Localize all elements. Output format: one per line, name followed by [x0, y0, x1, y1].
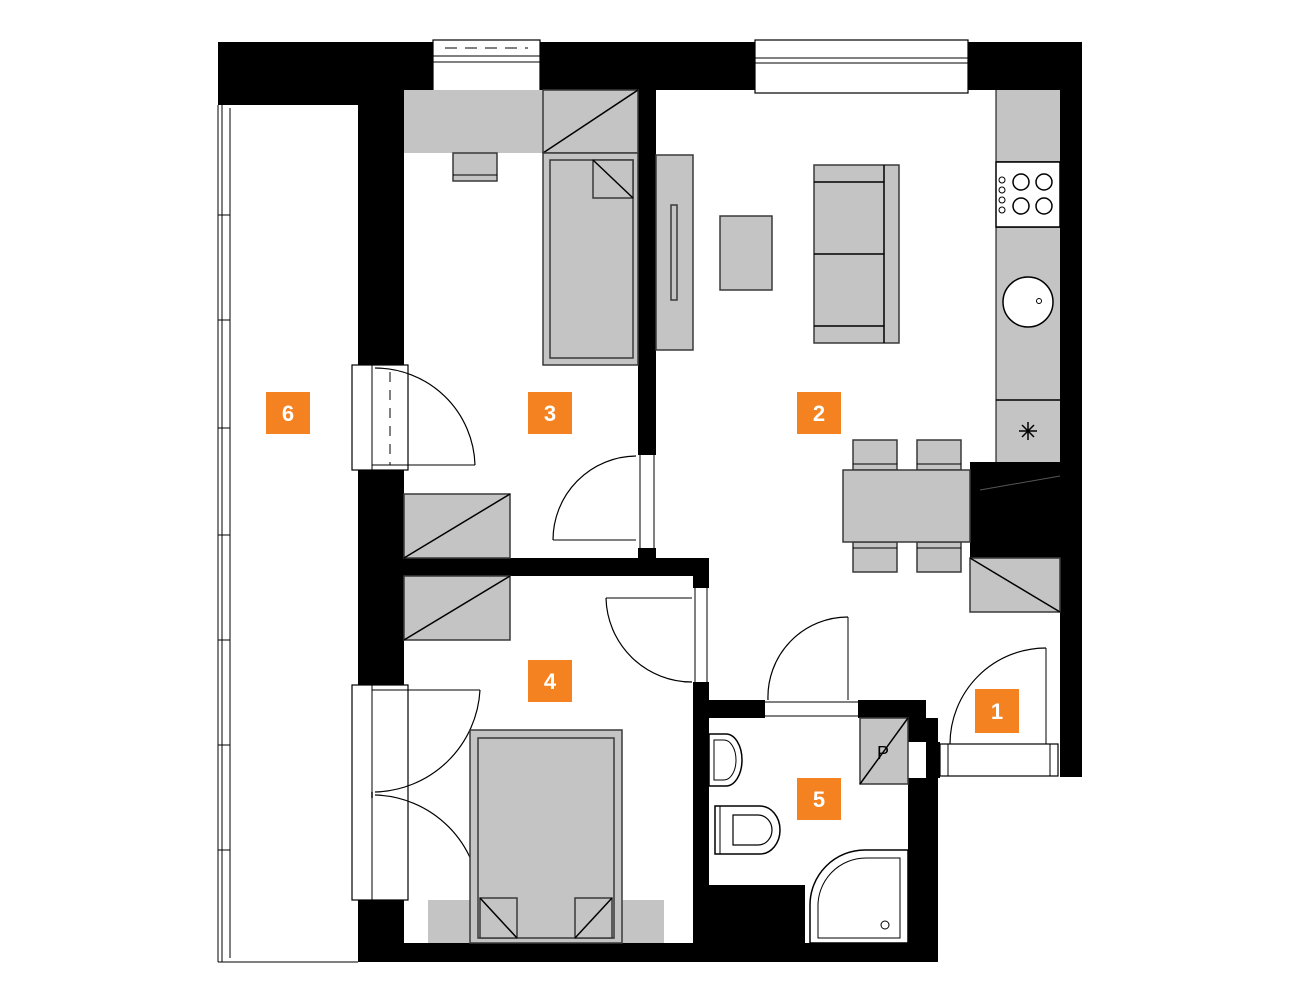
room-number-5: 5: [813, 787, 825, 812]
room-number-1: 1: [991, 699, 1003, 724]
room-badges: 1 2 3 4 5 6: [266, 392, 1019, 820]
room-badge-6: 6: [266, 392, 310, 434]
washbasin-icon: [708, 733, 743, 787]
kitchen-counter: [995, 90, 1060, 462]
windows: [432, 39, 969, 96]
chair-icon: [852, 439, 898, 471]
utility-shaft: P: [859, 717, 909, 785]
room-number-2: 2: [813, 401, 825, 426]
room3-bed-icon: [542, 152, 639, 366]
bathroom-fixtures: P: [708, 717, 909, 944]
room4-furniture: [403, 575, 664, 944]
dining-table-icon: [842, 439, 971, 573]
entry-wardrobe: [969, 470, 1061, 613]
window-room3: [432, 39, 541, 96]
door-room4: [605, 588, 708, 683]
room-badge-3: 3: [528, 392, 572, 434]
balcony-door-room3: [351, 364, 476, 471]
window-room2: [754, 39, 969, 94]
chair-icon: [852, 541, 898, 573]
room2-furniture: [655, 90, 1061, 613]
sofa-icon: [813, 164, 900, 344]
chair-icon: [916, 439, 962, 471]
sink-icon: [1002, 276, 1054, 328]
room-badge-4: 4: [528, 660, 572, 702]
toilet-icon: [714, 805, 781, 855]
chair-icon: [916, 541, 962, 573]
room-badge-2: 2: [797, 392, 841, 434]
fridge-icon: [1019, 422, 1037, 440]
door-entrance: [939, 647, 1059, 777]
shower-icon: [809, 849, 909, 944]
balcony: [217, 105, 358, 963]
utility-label: P: [877, 743, 889, 763]
tv-stand: [655, 154, 694, 351]
door-room3: [552, 455, 655, 548]
coffee-table-icon: [719, 215, 773, 291]
room-number-3: 3: [544, 401, 556, 426]
room-badge-1: 1: [975, 689, 1019, 733]
room-number-6: 6: [282, 401, 294, 426]
stove-icon: [995, 161, 1061, 228]
room3-chair-icon: [452, 152, 498, 182]
balcony-railing-ticks: [218, 214, 230, 851]
balcony-floor: [218, 105, 358, 960]
room-badge-5: 5: [797, 778, 841, 820]
room-number-4: 4: [544, 669, 557, 694]
room4-bed-icon: [469, 729, 623, 944]
door-bathroom: [765, 616, 858, 717]
balcony-door-room4: [351, 684, 481, 901]
room3-furniture: [403, 89, 639, 559]
